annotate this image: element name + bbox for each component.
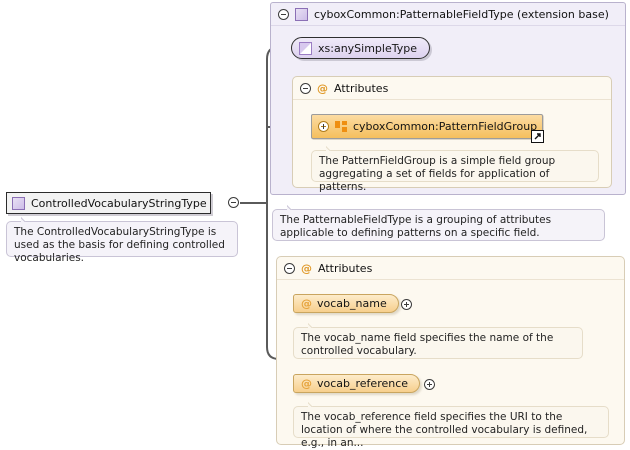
attributes-panel-collapse-toggle-icon[interactable] — [284, 263, 295, 274]
pattern-field-group-expand-toggle-icon[interactable] — [318, 121, 329, 132]
extension-attributes-collapse-toggle-icon[interactable] — [300, 83, 311, 94]
vocab-name-expand-toggle-icon[interactable] — [401, 299, 412, 310]
attributes-panel-title: Attributes — [318, 262, 373, 275]
pattern-field-group-box[interactable]: cyboxCommon:PatternFieldGroup — [311, 114, 544, 143]
at-symbol-icon: @ — [301, 262, 312, 275]
simple-type-label: xs:anySimpleType — [318, 41, 417, 55]
root-type-annotation: The ControlledVocabularyStringType is us… — [6, 221, 238, 264]
extension-base-title: cyboxCommon:PatternableFieldType (extens… — [314, 8, 609, 21]
root-collapse-toggle-icon[interactable] — [228, 197, 239, 208]
note-tail-icon — [308, 322, 319, 328]
at-symbol-icon: @ — [317, 82, 328, 95]
vocab-reference-annotation: The vocab_reference field specifies the … — [293, 406, 609, 449]
extension-base-header[interactable]: cyboxCommon:PatternableFieldType (extens… — [271, 3, 625, 26]
note-tail-icon — [21, 216, 32, 222]
extension-base-annotation-text: The PatternableFieldType is a grouping o… — [280, 214, 552, 239]
external-link-icon[interactable] — [531, 130, 544, 143]
extension-attributes-title: Attributes — [334, 82, 389, 95]
extension-base-collapse-toggle-icon[interactable] — [278, 9, 289, 20]
root-type-annotation-text: The ControlledVocabularyStringType is us… — [14, 226, 225, 264]
attribute-chip-vocab-reference[interactable]: @ vocab_reference — [293, 374, 421, 393]
extension-attributes-header[interactable]: @ Attributes — [293, 77, 611, 100]
root-type-label: ControlledVocabularyStringType — [31, 196, 207, 210]
vocab-name-annotation: The vocab_name field specifies the name … — [293, 327, 583, 359]
at-symbol-icon: @ — [301, 297, 312, 310]
complex-type-icon — [295, 8, 308, 21]
at-symbol-icon: @ — [301, 377, 312, 390]
attribute-name-label: vocab_reference — [317, 377, 409, 390]
pattern-field-group-annotation-text: The PatternFieldGroup is a simple field … — [319, 155, 556, 193]
vocab-reference-expand-toggle-icon[interactable] — [424, 379, 435, 390]
attribute-name-label: vocab_name — [317, 297, 387, 310]
pattern-field-group-annotation: The PatternFieldGroup is a simple field … — [311, 150, 599, 193]
note-tail-icon — [326, 145, 337, 151]
attribute-chip-vocab-name[interactable]: @ vocab_name — [293, 294, 399, 313]
note-tail-icon — [287, 204, 298, 210]
simple-type-chip[interactable]: xs:anySimpleType — [291, 37, 430, 59]
attributes-panel-header[interactable]: @ Attributes — [277, 257, 624, 280]
complex-type-icon — [12, 196, 25, 210]
pattern-field-group-label: cyboxCommon:PatternFieldGroup — [353, 120, 538, 133]
vocab-reference-annotation-text: The vocab_reference field specifies the … — [301, 411, 588, 449]
simple-type-icon — [299, 41, 312, 55]
root-type-box[interactable]: ControlledVocabularyStringType — [6, 192, 211, 214]
vocab-name-annotation-text: The vocab_name field specifies the name … — [301, 332, 554, 357]
extension-base-annotation: The PatternableFieldType is a grouping o… — [272, 209, 605, 241]
note-tail-icon — [308, 401, 319, 407]
attribute-group-icon — [335, 121, 347, 132]
